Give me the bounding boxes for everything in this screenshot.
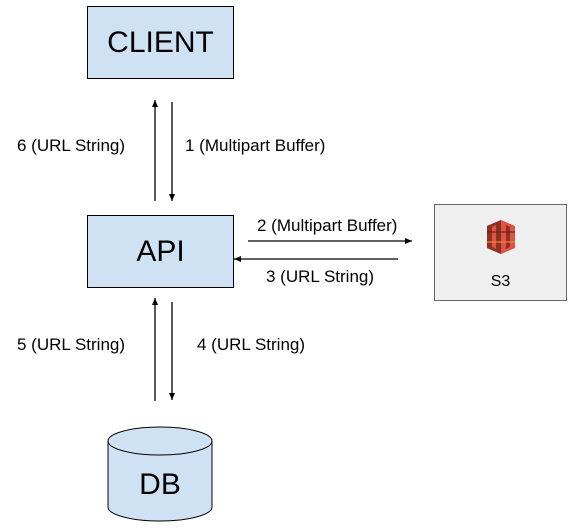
client-label: CLIENT [107,25,214,59]
edge-label-3: 3 (URL String) [266,267,375,286]
edge-label-6: 6 (URL String) [17,136,126,155]
api-node: API [87,215,234,288]
api-label: API [136,234,185,268]
edge-label-5: 5 (URL String) [17,335,126,354]
s3-label: S3 [490,273,511,290]
db-cylinder [107,426,213,522]
s3-node: S3 [434,204,567,301]
edge-label-2: 2 (Multipart Buffer) [257,216,398,235]
db-label: DB [139,468,181,501]
client-node: CLIENT [87,6,234,79]
aws-s3-icon [487,220,515,254]
edge-label-1: 1 (Multipart Buffer) [185,136,326,155]
edge-label-4: 4 (URL String) [197,335,306,354]
